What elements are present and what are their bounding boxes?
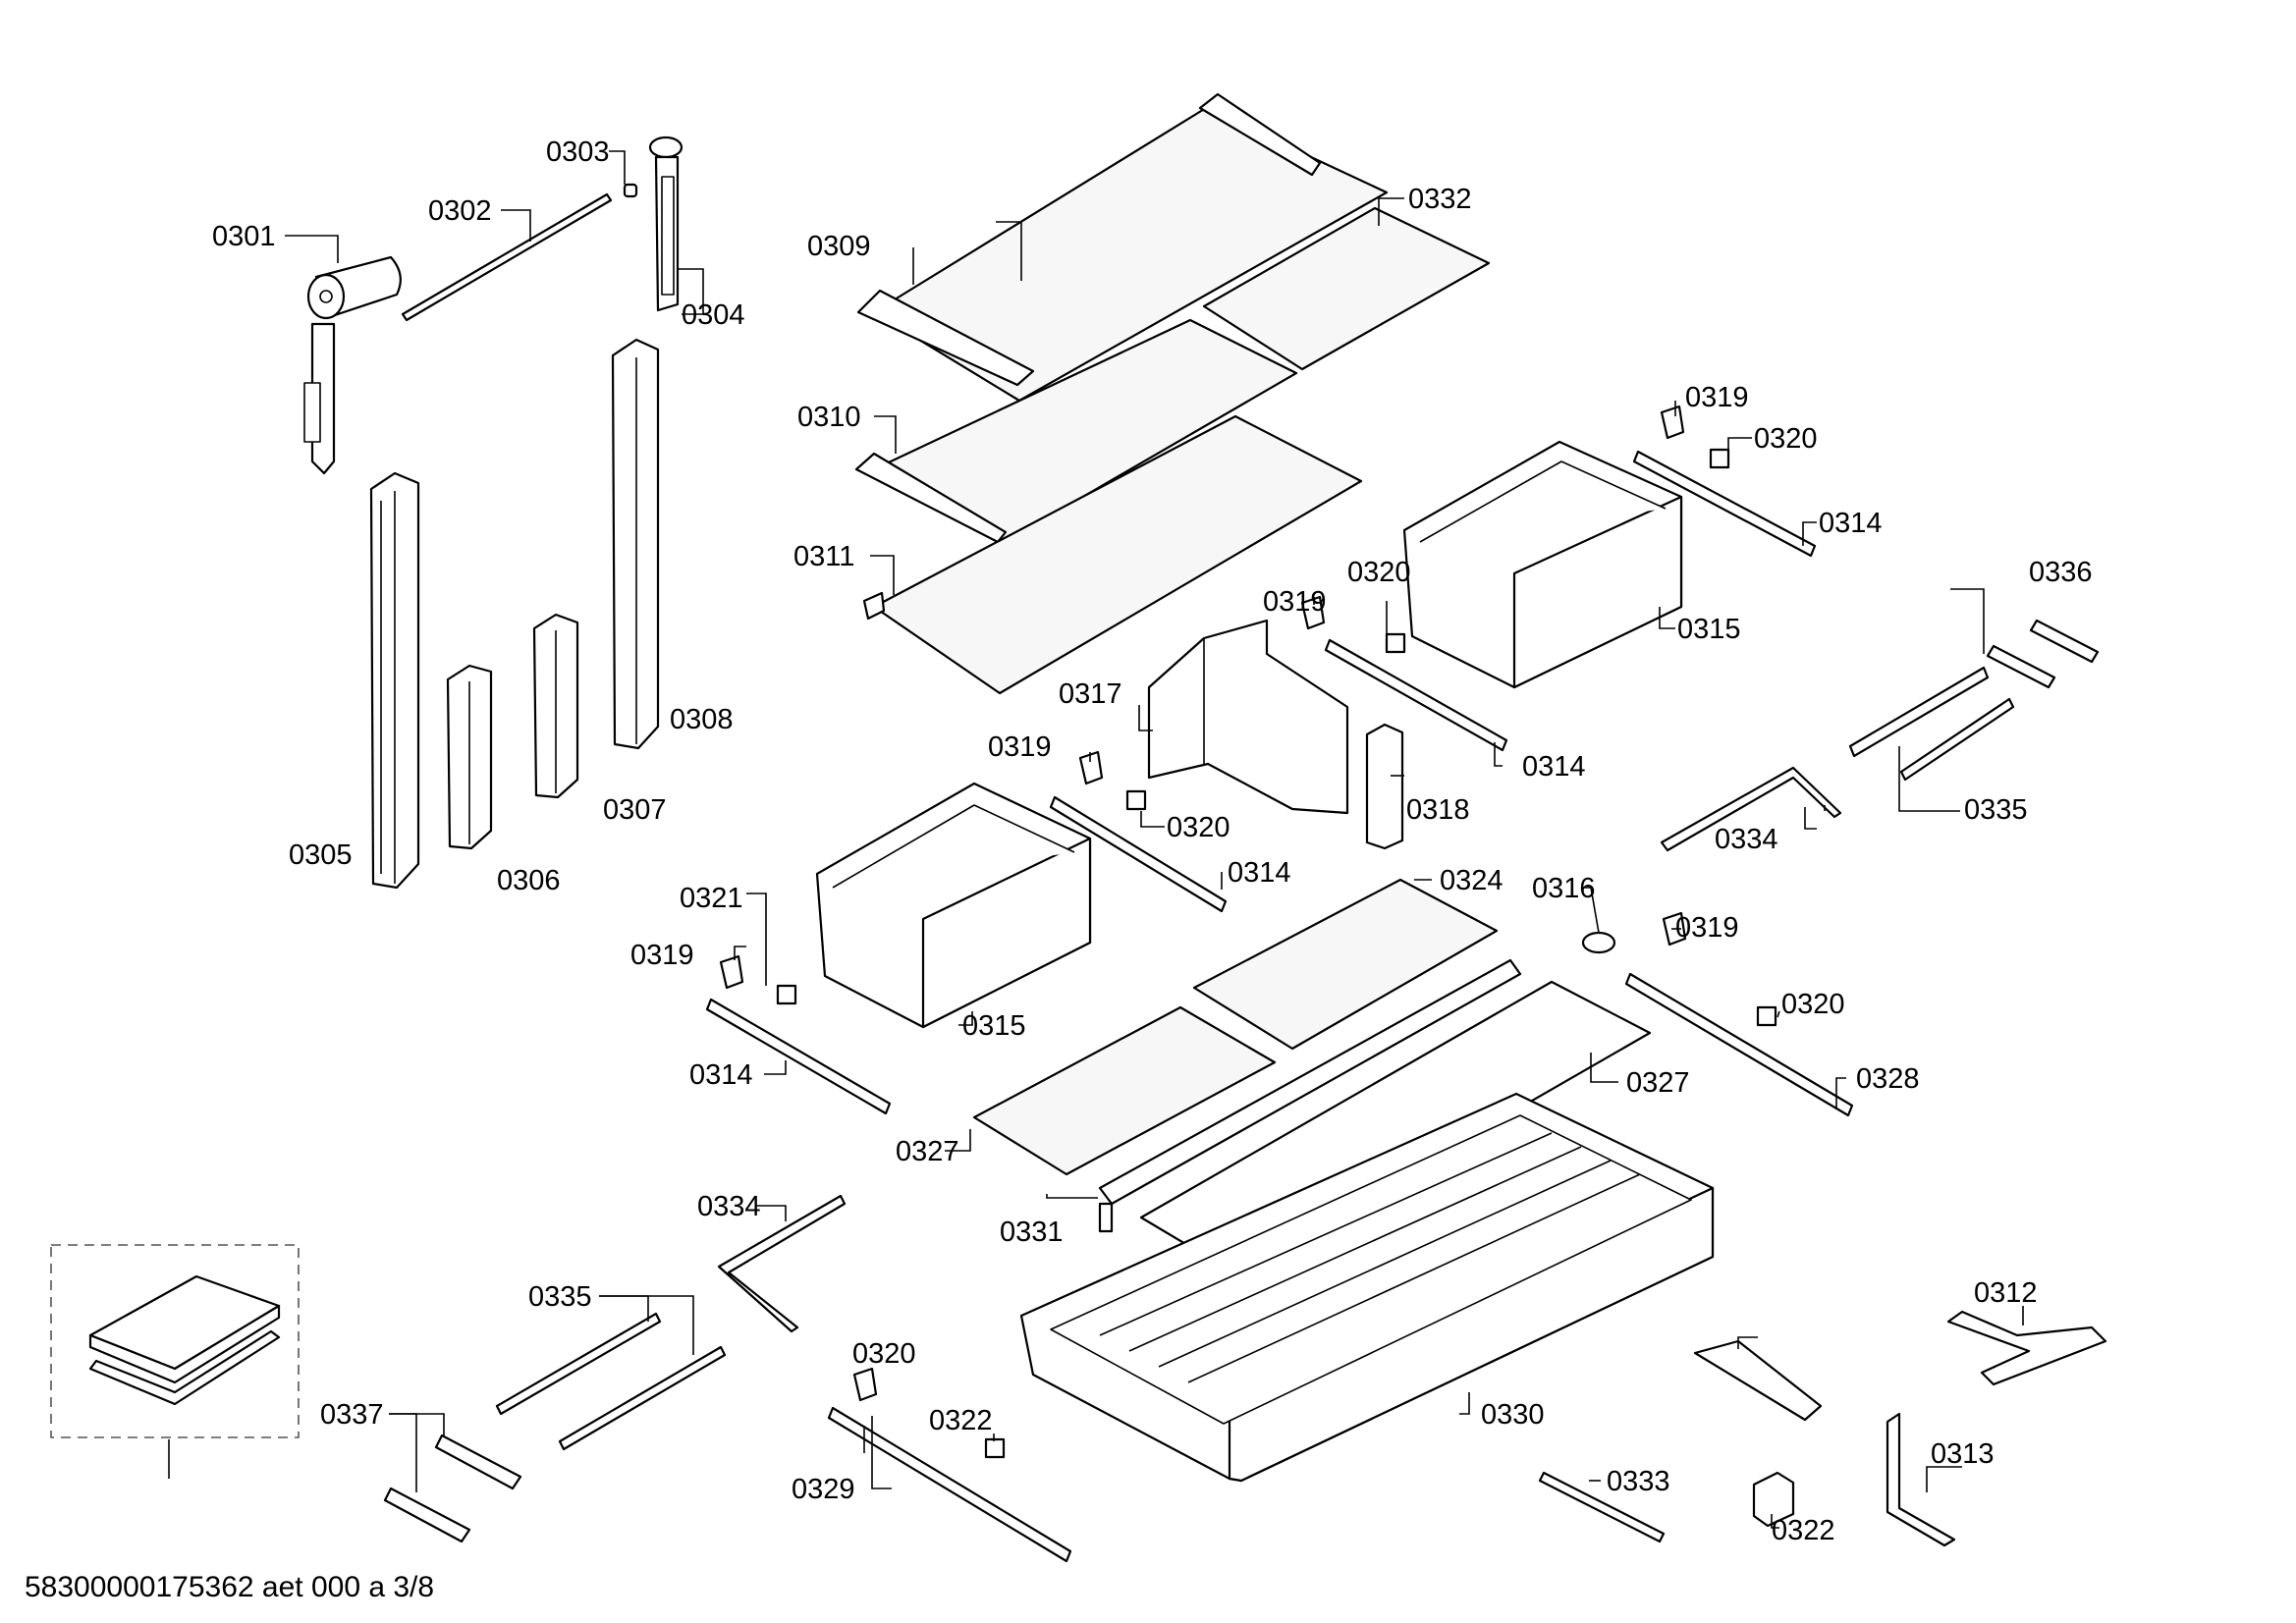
label-0306: 0306 (497, 865, 561, 896)
part-0319-clips-drawing (719, 405, 1687, 1402)
label-0305: 0305 (289, 839, 353, 871)
label-0320-f: 0322 (929, 1405, 993, 1436)
label-0313: 0313 (1931, 1438, 1995, 1470)
label-0320-b: 0320 (1347, 557, 1411, 588)
label-0315-a: 0315 (1677, 614, 1741, 645)
label-0335-a: 0336 (2029, 557, 2093, 588)
part-0309-drawing (856, 92, 1389, 403)
part-0320-clips-drawing (776, 448, 1777, 1459)
label-0327-a: 0328 (1856, 1063, 1920, 1095)
label-0330: 0332 (1408, 184, 1472, 215)
label-0314-b: 0314 (1522, 751, 1586, 783)
label-0314-a: 0314 (1819, 508, 1883, 539)
part-0322-drawing (972, 878, 1499, 1176)
label-0302: 0302 (428, 195, 492, 227)
label-0320-d: 0320 (1781, 989, 1845, 1020)
part-0305-drawing (369, 471, 420, 890)
label-0314-d: 0314 (689, 1059, 753, 1091)
label-0318: 0318 (1406, 794, 1470, 826)
label-0319-a: 0319 (1685, 382, 1749, 413)
part-0321-drawing (1752, 1471, 1795, 1528)
part-0314-rails-drawing (705, 450, 1817, 1115)
part-0329-drawing (1098, 958, 1522, 1233)
part-0332-drawing (1660, 766, 1842, 852)
label-0322-a: 0324 (1440, 865, 1503, 896)
part-0316-drawing (1581, 931, 1616, 954)
part-0303-drawing (623, 183, 638, 198)
label-0319-f: 0320 (852, 1338, 916, 1370)
label-0307: 0307 (603, 794, 667, 826)
label-0329: 0331 (1000, 1217, 1064, 1248)
label-0308: 0308 (670, 704, 734, 735)
part-0311-drawing (862, 414, 1363, 695)
label-0304: 0304 (682, 299, 745, 331)
label-0320-e: 0321 (680, 883, 743, 914)
part-0315-lower-drawing (815, 782, 1092, 1029)
label-0301: 0301 (212, 221, 276, 252)
part-0328-drawing (1019, 1092, 1715, 1483)
part-0310-drawing (854, 318, 1298, 546)
label-0310: 0310 (797, 402, 861, 433)
part-0312-drawing (1946, 1310, 2107, 1386)
part-0334-drawing (495, 666, 2015, 1451)
part-0315-upper-drawing (1402, 440, 1683, 689)
label-0332: 0334 (1715, 824, 1778, 855)
label-0327-b: 0329 (792, 1474, 855, 1505)
label-0316: 0316 (1532, 873, 1596, 904)
label-0321: 0322 (1772, 1515, 1835, 1546)
label-0311: 0311 (793, 541, 854, 572)
label-0322-b: 0327 (896, 1136, 959, 1167)
label-0319-b: 0319 (1263, 586, 1327, 618)
part-0302-drawing (401, 192, 613, 322)
label-0334-a: 0335 (1964, 794, 2028, 826)
label-0315-b: 0315 (962, 1010, 1026, 1042)
label-0309: 0309 (807, 231, 871, 262)
label-0317: 0317 (1059, 678, 1122, 710)
part-0327-rails-drawing (827, 972, 1854, 1563)
part-0330-drawing (1202, 206, 1491, 371)
label-0334-b: 0335 (528, 1281, 592, 1313)
drawing-footer-code: 58300000175362 aet 000 a 3/8 (25, 1571, 435, 1603)
label-0320-a: 0320 (1754, 423, 1818, 455)
part-0331-drawing (1538, 1471, 1666, 1543)
part-0301-drawing (303, 255, 402, 475)
label-0312: 0312 (1974, 1277, 2038, 1309)
part-0304-drawing (648, 135, 683, 312)
part-0306-drawing (446, 664, 493, 850)
label-0319-d: 0319 (1675, 912, 1739, 944)
label-0333: 0334 (697, 1191, 761, 1222)
part-0313-drawing (1886, 1412, 1956, 1547)
label-0328: 0330 (1481, 1399, 1545, 1431)
label-0314-c: 0314 (1228, 857, 1291, 889)
label-0320-c: 0320 (1167, 812, 1230, 843)
label-0303: 0303 (546, 136, 610, 168)
part-0335-drawing (383, 619, 2100, 1543)
part-0308-drawing (611, 338, 660, 750)
leader-lines (168, 150, 2024, 1529)
label-0319-e: 0319 (630, 940, 694, 971)
label-0331: 0333 (1607, 1466, 1670, 1497)
part-0337-drawing (1693, 1339, 1823, 1422)
label-0324: 0327 (1626, 1067, 1690, 1099)
part-0318-drawing (1365, 723, 1404, 850)
part-0336-drawing (50, 1244, 300, 1438)
part-0317-drawing (1147, 619, 1349, 815)
part-0307-drawing (532, 613, 579, 799)
label-0319-c: 0319 (988, 731, 1052, 763)
label-0335-b: 0337 (320, 1399, 384, 1431)
part-labels: 0301 0302 0303 0304 0305 0306 0307 0308 … (212, 136, 2093, 1546)
part-0333-drawing (717, 1194, 847, 1333)
